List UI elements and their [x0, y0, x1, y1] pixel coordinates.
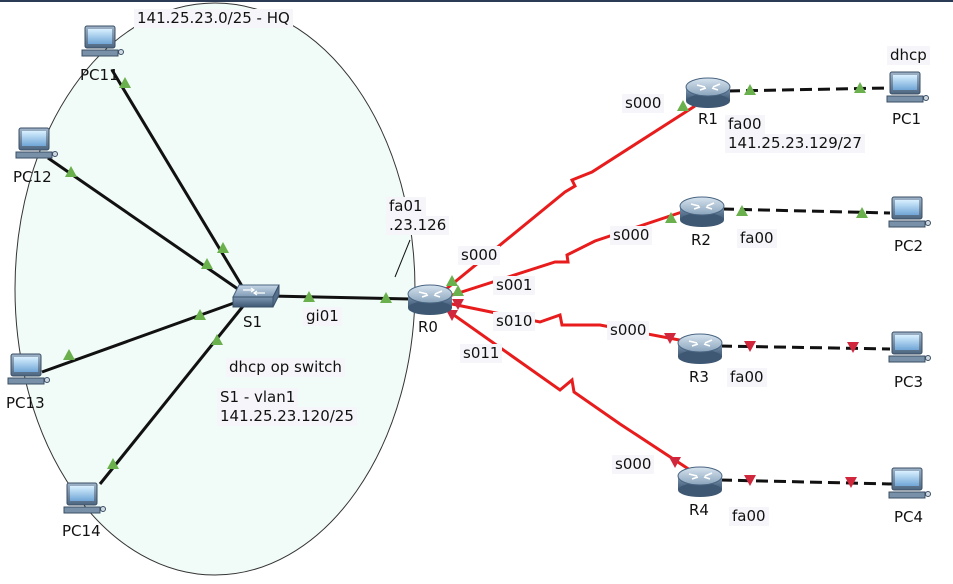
device-label-r3: R3 [689, 368, 709, 386]
port-down-icon [669, 457, 681, 468]
link-r4-pc4[interactable] [719, 478, 893, 486]
device-label-pc14: PC14 [62, 522, 101, 540]
router-icon[interactable] [685, 77, 731, 108]
port-up-icon [665, 212, 677, 223]
note-r1-s000: s000 [622, 94, 665, 113]
hq-area-label: 141.25.23.0/25 - HQ [134, 9, 293, 28]
port-up-icon [744, 84, 756, 95]
pc-icon[interactable] [888, 331, 931, 363]
port-up-icon [194, 309, 206, 320]
link-r0-r4[interactable] [443, 306, 691, 472]
device-label-pc11: PC11 [80, 66, 119, 84]
fa01-pointer [394, 239, 411, 278]
link-r2-pc2[interactable] [721, 207, 891, 215]
device-label-r2: R2 [691, 231, 711, 249]
note-dhcp: dhcp [887, 46, 930, 65]
device-label-r1: R1 [698, 110, 718, 128]
port-indicators [63, 77, 868, 469]
router-icon[interactable] [677, 466, 723, 497]
port-up-icon [107, 458, 119, 469]
pc-icon[interactable] [81, 25, 124, 57]
note-dhcp-switch: dhcp op switch [226, 358, 345, 377]
port-up-icon [201, 258, 213, 269]
port-up-icon [63, 349, 75, 360]
pc-icon[interactable] [888, 467, 931, 499]
pc-icon[interactable] [63, 482, 106, 514]
pc-icon[interactable] [15, 127, 58, 159]
note-r2-fa00: fa00 [737, 229, 777, 248]
port-down-icon [664, 333, 676, 344]
port-indicators-down [446, 299, 859, 488]
port-up-icon [856, 207, 868, 218]
device-label-pc12: PC12 [13, 168, 52, 186]
port-up-icon [303, 291, 315, 302]
note-s1-ip: 141.25.23.120/25 [217, 407, 357, 426]
pc-icon[interactable] [888, 196, 931, 228]
note-r1-fa00: fa00 [725, 115, 765, 134]
link-r0-r2[interactable] [445, 210, 683, 299]
port-up-icon [677, 100, 689, 111]
note-r2-s000: s000 [610, 226, 653, 245]
note-r1-ip: 141.25.23.129/27 [725, 134, 865, 153]
port-down-icon [744, 341, 756, 352]
note-fa01-ip: .23.126 [386, 216, 450, 235]
note-r4-fa00: fa00 [729, 507, 769, 526]
router-icon[interactable] [407, 284, 453, 315]
note-r0-s011: s011 [460, 344, 503, 363]
port-down-icon [452, 299, 464, 310]
note-r0-s000: s000 [458, 246, 501, 265]
port-up-icon [380, 292, 392, 303]
port-up-icon [65, 166, 77, 177]
port-up-icon [446, 275, 458, 286]
device-label-pc13: PC13 [6, 394, 45, 412]
device-label-s1: S1 [243, 313, 263, 331]
link-r3-pc3[interactable] [719, 344, 891, 351]
note-fa01: fa01 [386, 197, 426, 216]
port-up-icon [854, 82, 866, 93]
port-up-icon [452, 285, 464, 296]
link-s1-pc12[interactable] [47, 156, 249, 298]
pc-icon[interactable] [7, 353, 50, 385]
link-s1-pc11[interactable] [110, 69, 250, 297]
device-label-pc1: PC1 [892, 110, 922, 128]
note-s1-vlan: S1 - vlan1 [217, 388, 299, 407]
device-label-r4: R4 [689, 501, 709, 519]
link-r0-r1[interactable] [444, 104, 696, 292]
port-up-icon [119, 77, 131, 88]
device-label-pc3: PC3 [894, 373, 924, 391]
port-down-icon [744, 475, 756, 486]
device-label-r0: R0 [418, 318, 438, 336]
switch-icon[interactable] [232, 284, 280, 308]
note-gi01: gi01 [303, 307, 342, 326]
pc-icon[interactable] [886, 71, 929, 103]
port-down-icon [847, 342, 859, 353]
device-label-pc4: PC4 [894, 508, 924, 526]
device-label-pc2: PC2 [894, 237, 924, 255]
note-r3-fa00: fa00 [727, 368, 767, 387]
note-r0-s001: s001 [493, 276, 536, 295]
port-up-icon [217, 242, 229, 253]
port-up-icon [736, 205, 748, 216]
note-r4-s000: s000 [612, 455, 655, 474]
note-r3-s000: s000 [607, 321, 650, 340]
note-r0-s010: s010 [493, 312, 536, 331]
router-icon[interactable] [677, 333, 723, 364]
link-s1-pc13[interactable] [41, 296, 249, 374]
window-top-border [0, 0, 953, 2]
port-down-icon [845, 477, 857, 488]
link-s1-pc14[interactable] [98, 299, 250, 485]
port-up-icon [211, 334, 223, 345]
router-icon[interactable] [679, 196, 725, 227]
port-down-icon [446, 310, 458, 321]
